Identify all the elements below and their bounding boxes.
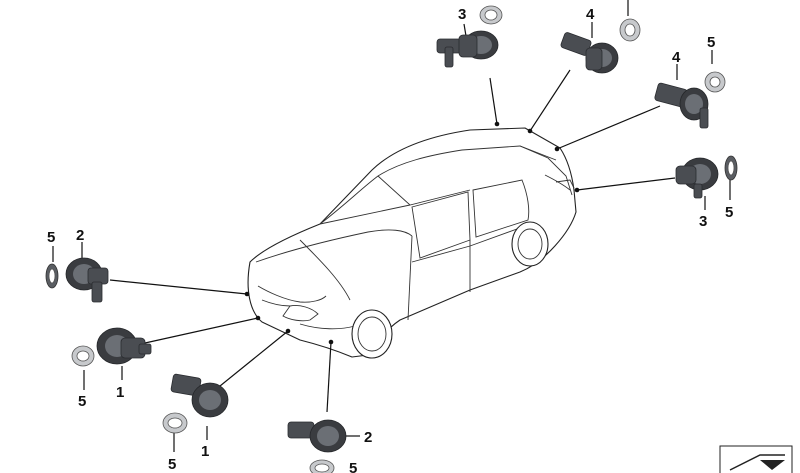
parking-sensor-rear-right [675,157,719,199]
seal-ring-left-low [71,345,95,367]
parking-sensor-rear-corner [654,82,709,129]
callout-2-bottom: 2 [364,429,372,446]
callout-4-right: 4 [672,49,681,66]
parking-sensor-front-left [65,257,109,303]
callout-5-top: 5 [624,0,632,4]
callout-5-right: 5 [707,34,715,51]
callout-5-right-low: 5 [725,204,733,221]
callout-5-left: 5 [47,229,55,246]
seal-ring-right [704,71,726,93]
callout-5-bottom-right: 5 [349,460,357,473]
parking-sensor-front-center [287,419,347,453]
seal-ring-left [45,263,59,289]
parking-sensor-rear-center [436,30,499,68]
attachment-points [244,121,580,345]
seal-ring-bottom [162,412,188,434]
parking-sensor-rear-side [560,32,619,74]
callout-5-bottom: 5 [168,456,176,473]
parking-sensor-front-inner [170,373,229,418]
parking-sensor-front-outer [96,327,152,365]
seal-ring-top-right [619,18,641,42]
document-badge-icon [719,445,793,473]
car-outline [247,127,577,359]
callout-1-left: 1 [116,384,124,401]
callout-2-left: 2 [76,227,84,244]
callout-5-left-low: 5 [78,393,86,410]
callout-numbers: 3 5 4 4 5 3 5 5 2 5 1 5 1 2 5 [47,0,733,473]
seal-ring-bottom-right [309,459,335,473]
seal-ring-top [479,5,503,25]
callout-4-mid: 4 [586,6,595,23]
callout-1-bottom: 1 [201,443,209,460]
callout-3-right: 3 [699,213,707,230]
callout-3-top: 3 [458,6,466,23]
seal-ring-right-low [724,155,738,181]
